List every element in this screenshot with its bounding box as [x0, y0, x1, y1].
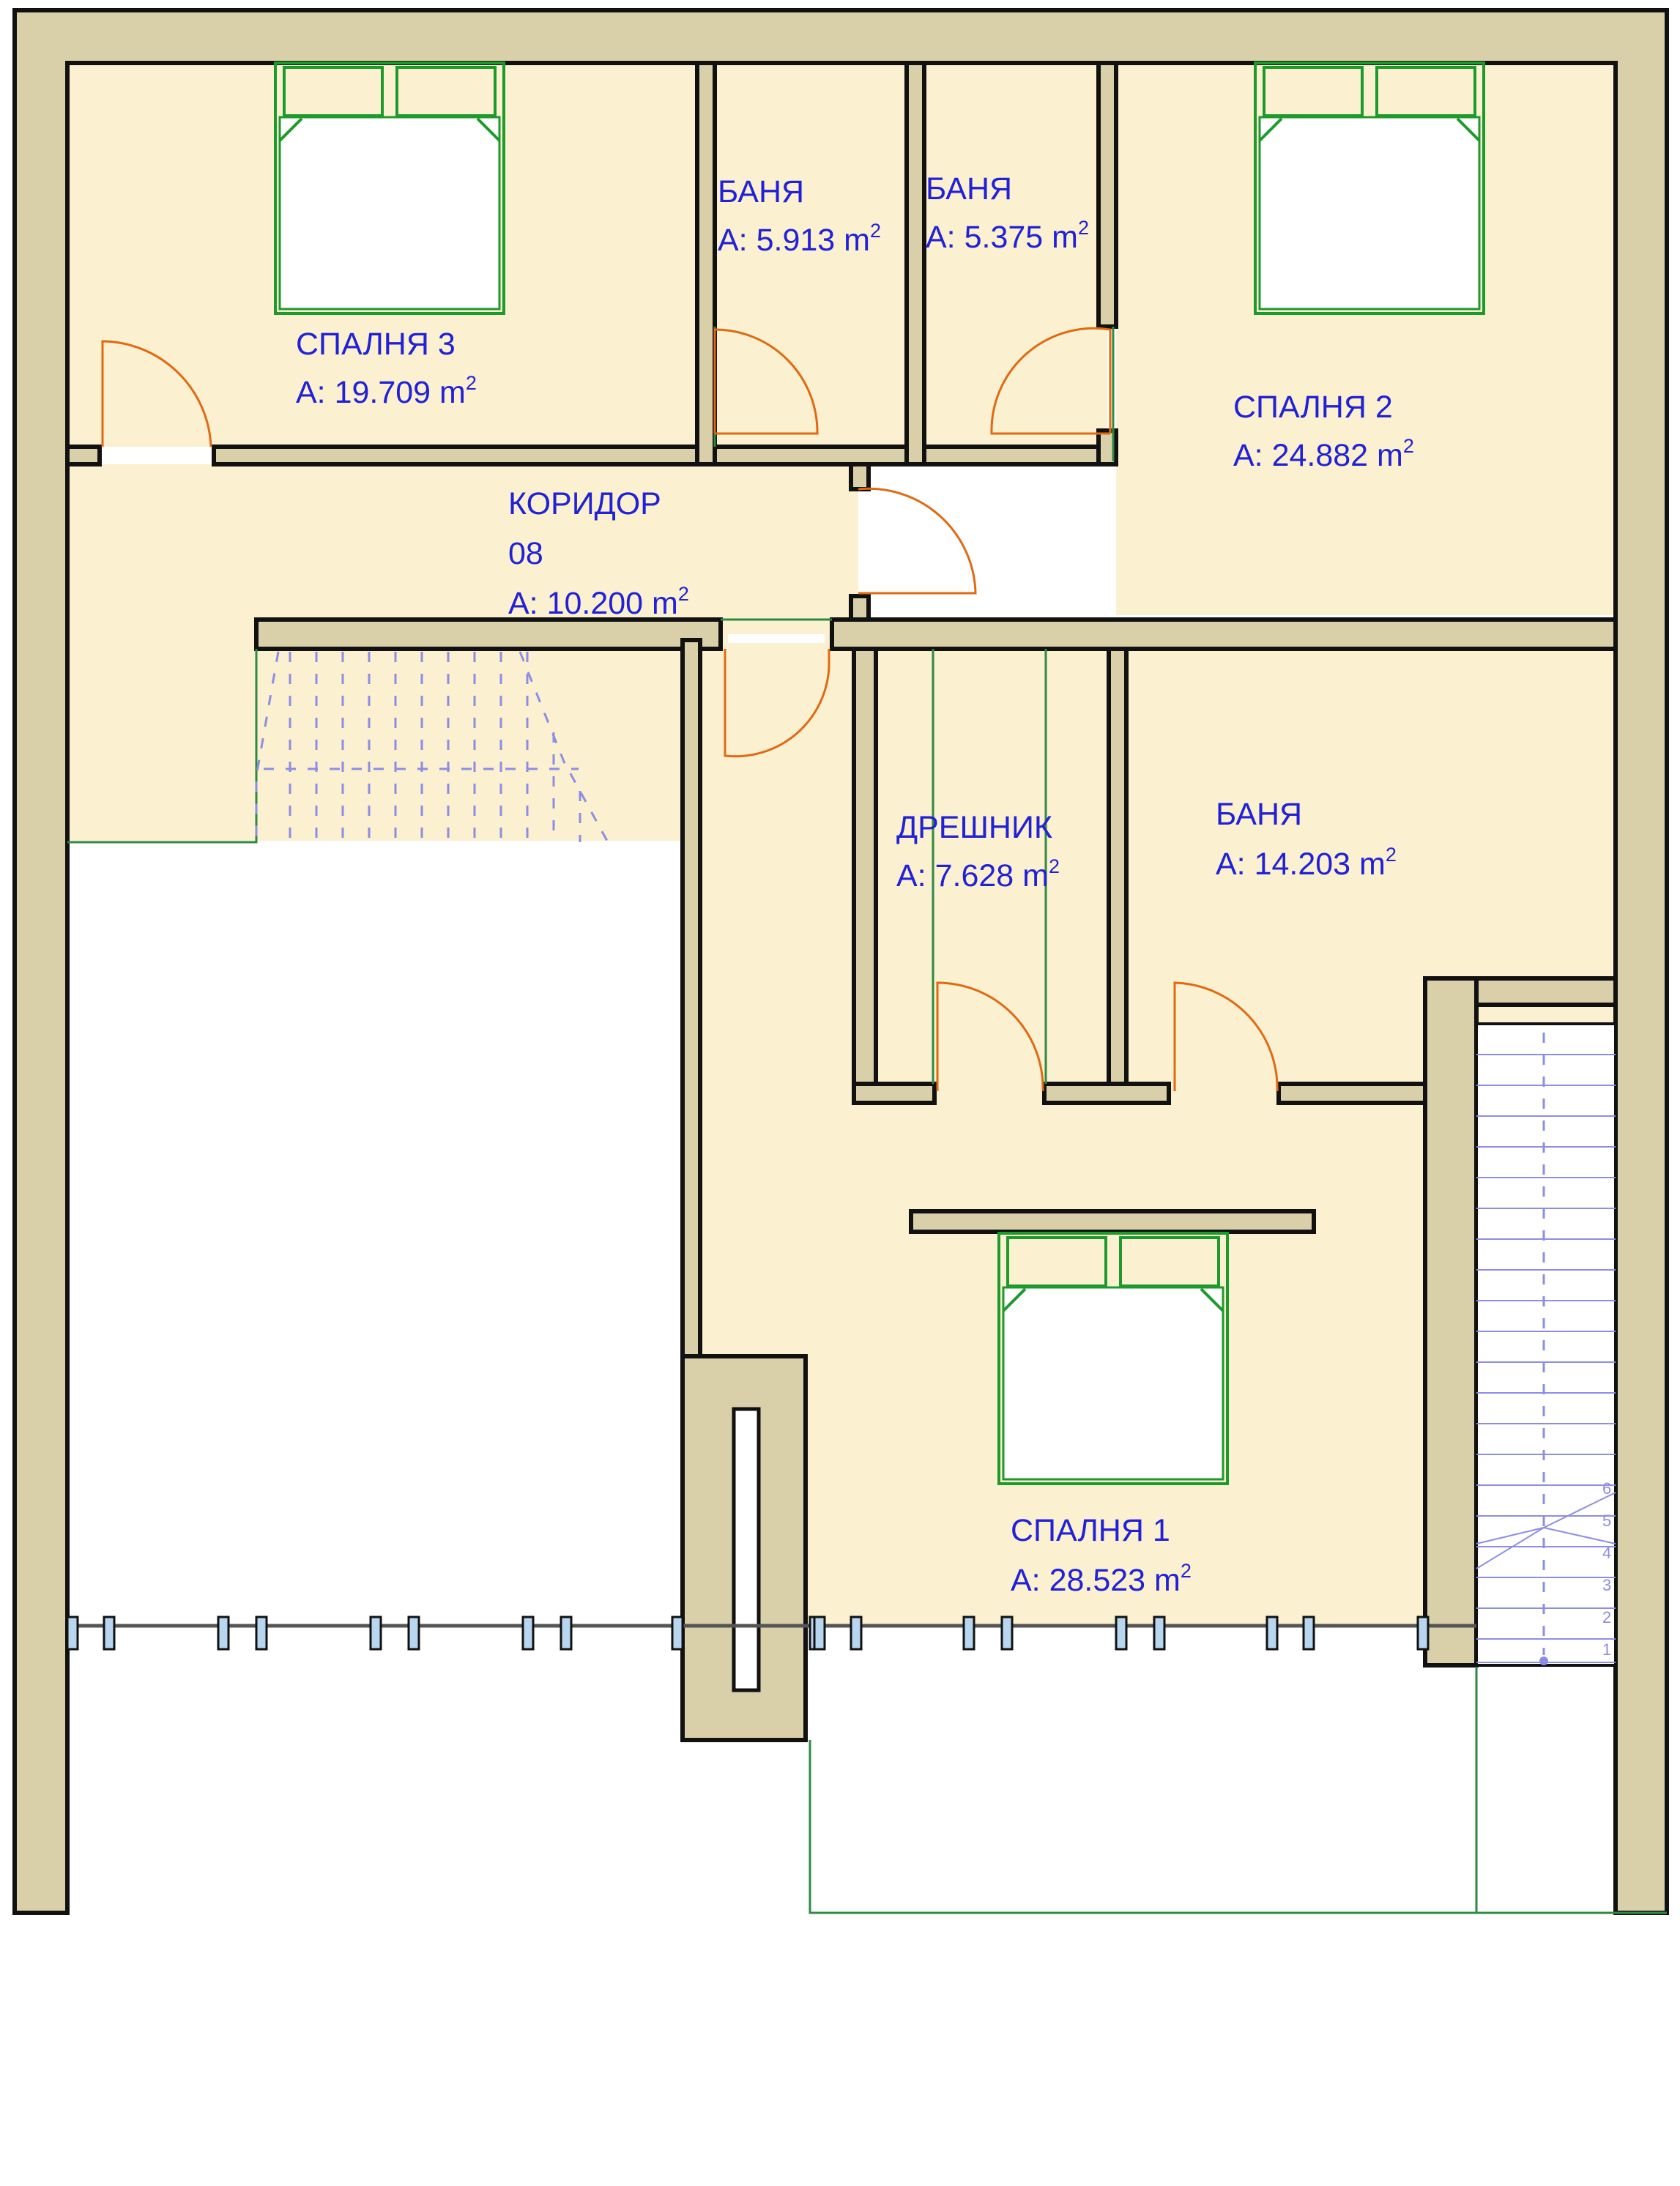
post: [1115, 1616, 1128, 1651]
room-area: A: 10.200 m2: [508, 583, 689, 621]
floor-bath-a: [715, 63, 907, 447]
room-area: A: 19.709 m2: [296, 372, 477, 410]
label-wardrobe: ДРЕШНИК A: 7.628 m2: [896, 810, 1060, 893]
label-bedroom-1: СПАЛНЯ 1 A: 28.523 m2: [1011, 1513, 1192, 1598]
door-bedroom-2: [858, 487, 977, 595]
stair-start-dot: [1539, 1657, 1548, 1665]
post: [1265, 1616, 1279, 1651]
bed-bedroom-1: [997, 1232, 1229, 1485]
room-area: A: 14.203 m2: [1216, 844, 1397, 882]
door-bath-a: [713, 328, 819, 435]
post: [1416, 1616, 1430, 1651]
wall-wardrobe-east: [1107, 647, 1129, 1086]
room-name: КОРИДОР: [508, 486, 661, 521]
wall-bath-c-bottom: [1276, 1082, 1427, 1105]
stairs-right: 6 5 4 3 2 1: [1475, 1022, 1617, 1667]
door-corridor-lower: [724, 649, 830, 758]
post: [671, 1616, 684, 1651]
door-bath-c: [1173, 981, 1279, 1092]
corridor-opening-sill: [728, 634, 825, 643]
room-name: БАНЯ: [926, 171, 1012, 207]
room-name: ДРЕШНИК: [896, 810, 1052, 845]
post: [521, 1616, 535, 1651]
post: [217, 1616, 230, 1651]
wall-wardrobe-west: [852, 647, 878, 1105]
label-bedroom-3: СПАЛНЯ 3 A: 19.709 m2: [296, 327, 477, 410]
room-name: БАНЯ: [1216, 797, 1302, 832]
stair-treads: [1476, 1054, 1616, 1663]
room-name: СПАЛНЯ 2: [1233, 390, 1393, 425]
outer-wall-north: [12, 8, 1669, 1915]
balcony-outline: [809, 1665, 1478, 1914]
floor-wardrobe: [876, 650, 1109, 1084]
room-area: A: 7.628 m2: [896, 855, 1060, 893]
post: [850, 1616, 863, 1651]
window-slot: [732, 1407, 761, 1692]
post: [813, 1616, 826, 1651]
post: [255, 1616, 268, 1651]
wall-corridor-south-right: [830, 617, 1618, 651]
wall-bath-a-bottom: [713, 445, 909, 466]
doors: [101, 327, 1279, 1092]
stairs-void: [255, 651, 609, 843]
label-bath-a: БАНЯ A: 5.913 m2: [718, 174, 881, 258]
door-bath-b: [990, 327, 1112, 435]
wall-corridor-east-top: [849, 462, 871, 491]
svg-text:6: 6: [1602, 1479, 1611, 1498]
post: [66, 1616, 79, 1651]
post: [103, 1616, 116, 1651]
wall-bed3-bath: [695, 61, 717, 466]
label-bedroom-2: СПАЛНЯ 2 A: 24.882 m2: [1233, 390, 1414, 473]
wall-wardrobe-bottom-b: [1042, 1082, 1171, 1105]
door-bedroom-3: [101, 340, 212, 447]
wall-wardrobe-bottom-a: [852, 1082, 937, 1105]
door-wardrobe: [936, 981, 1044, 1092]
svg-text:1: 1: [1602, 1640, 1611, 1659]
room-name: СПАЛНЯ 1: [1011, 1513, 1170, 1548]
wall-bath-b-bed2: [1096, 61, 1118, 329]
wall-bed3-bottom: [212, 445, 699, 466]
wall-bed3-bottom-left: [65, 445, 102, 466]
post: [1000, 1616, 1014, 1651]
wall-bath-b-bottom: [922, 445, 1118, 466]
label-corridor: КОРИДОР 08 A: 10.200 m2: [508, 486, 689, 621]
post: [407, 1616, 420, 1651]
wall-bedroom1-headboard: [909, 1209, 1316, 1234]
stair-numbers: 6 5 4 3 2 1: [1602, 1479, 1611, 1659]
room-number: 08: [508, 536, 543, 571]
svg-text:5: 5: [1602, 1512, 1611, 1530]
label-bath-c: БАНЯ A: 14.203 m2: [1216, 797, 1397, 882]
floor-upper-hall: [700, 650, 860, 1090]
room-area: A: 28.523 m2: [1011, 1560, 1192, 1598]
wall-stair-west: [1423, 976, 1479, 1668]
post: [1153, 1616, 1166, 1651]
post: [962, 1616, 975, 1651]
room-name: БАНЯ: [718, 174, 804, 209]
post: [369, 1616, 382, 1651]
floor-bath-c: [1126, 650, 1614, 1084]
room-name: СПАЛНЯ 3: [296, 327, 456, 362]
void-boundary-left: [67, 649, 258, 844]
room-area: A: 5.913 m2: [718, 220, 881, 258]
post: [560, 1616, 573, 1651]
bed-bedroom-2: [1254, 62, 1485, 315]
label-bath-b: БАНЯ A: 5.375 m2: [926, 171, 1089, 255]
wall-bath-a-b: [904, 61, 926, 466]
svg-text:2: 2: [1602, 1608, 1611, 1627]
wall-corridor-south-left: [254, 617, 723, 651]
room-area: A: 5.375 m2: [926, 217, 1089, 255]
svg-text:4: 4: [1602, 1544, 1611, 1562]
stair-landing-diagonals: [1476, 1492, 1616, 1609]
room-area: A: 24.882 m2: [1233, 435, 1414, 473]
svg-text:3: 3: [1602, 1576, 1611, 1594]
floor-bath-b: [924, 63, 1107, 447]
railing: [66, 1616, 1476, 1651]
bed-bedroom-3: [274, 62, 505, 315]
post: [1302, 1616, 1315, 1651]
